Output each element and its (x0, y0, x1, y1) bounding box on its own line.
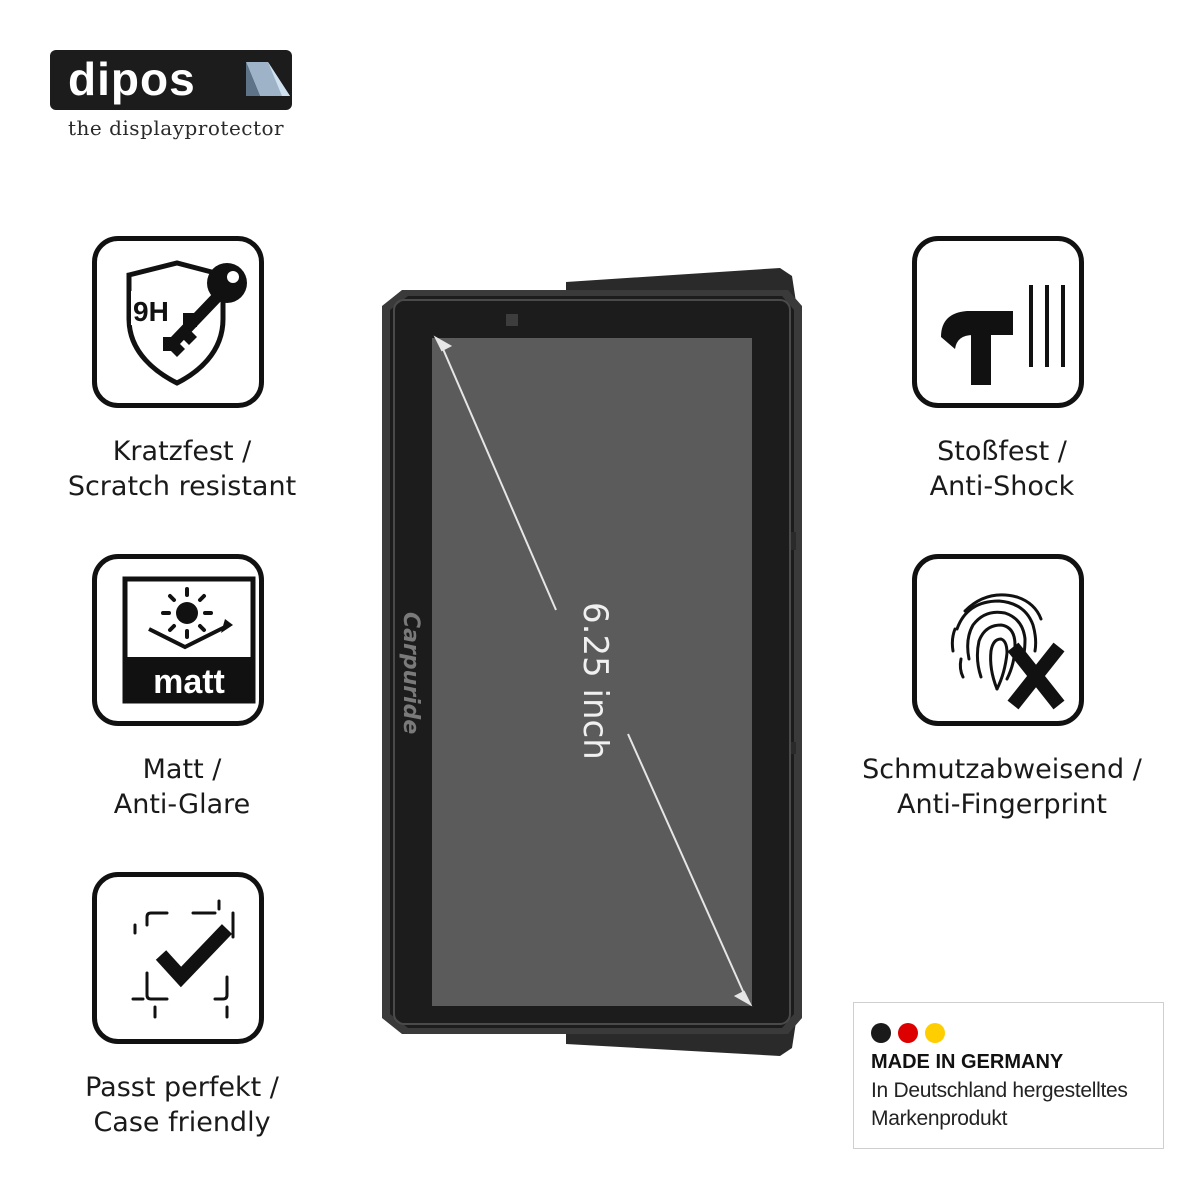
shield-key-9h-icon: 9H (126, 260, 247, 386)
feature-caption-anti-fingerprint: Schmutzabweisend / Anti-Fingerprint (832, 752, 1172, 822)
made-in-germany-line1: In Deutschland hergestelltes (871, 1079, 1128, 1102)
feature-card-anti-shock (912, 236, 1084, 408)
brand-tagline: the displayprotector (68, 116, 285, 140)
feature-caption-scratch: Kratzfest / Scratch resistant (12, 434, 352, 504)
feature-caption-anti-shock: Stoßfest / Anti-Shock (832, 434, 1172, 504)
caption-line-en: Anti-Fingerprint (897, 789, 1107, 820)
caption-line-de: Stoßfest / (937, 436, 1067, 467)
checkmark-frame-icon (131, 899, 235, 1019)
screen-diagonal-label: 6.25 inch (575, 602, 615, 760)
page-fold-icon (246, 62, 290, 96)
feature-card-scratch-resistant: 9H (92, 236, 264, 408)
brand-logo: dipos (50, 50, 292, 110)
made-in-germany-title: MADE IN GERMANY (871, 1051, 1064, 1073)
feature-caption-case-friendly: Passt perfekt / Case friendly (12, 1070, 352, 1140)
flag-dot-red (898, 1023, 919, 1043)
caption-line-de: Matt / (142, 754, 222, 785)
caption-line-de: Kratzfest / (112, 436, 252, 467)
logo-text: dipos (68, 53, 196, 105)
device-screen (432, 338, 752, 1006)
fingerprint-x-icon (950, 593, 1065, 710)
caption-line-en: Anti-Shock (929, 471, 1075, 502)
caption-line-en: Scratch resistant (67, 471, 297, 502)
device-illustration: 6.25 inch Carpuride (382, 268, 802, 1056)
feature-card-matt: matt (92, 554, 264, 726)
feature-caption-matt: Matt / Anti-Glare (12, 752, 352, 822)
caption-line-en: Anti-Glare (113, 789, 251, 820)
front-camera (506, 314, 518, 326)
feature-card-case-friendly (92, 872, 264, 1044)
caption-line-de: Passt perfekt / (85, 1072, 279, 1103)
sun-matt-icon: matt (122, 576, 256, 704)
side-button (791, 532, 796, 550)
flag-dots (871, 1023, 947, 1047)
made-in-germany-badge: MADE IN GERMANY In Deutschland hergestel… (853, 1002, 1164, 1149)
caption-line-en: Case friendly (93, 1107, 271, 1138)
feature-card-anti-fingerprint (912, 554, 1084, 726)
matt-label: matt (153, 663, 225, 701)
side-button (791, 742, 796, 754)
flag-dot-black (871, 1023, 891, 1043)
flag-dot-gold (925, 1023, 946, 1043)
device-brand-label: Carpuride (398, 612, 423, 734)
nine-h-badge: 9H (133, 296, 169, 327)
made-in-germany-line2: Markenprodukt (871, 1107, 1008, 1130)
hammer-icon (941, 285, 1065, 385)
caption-line-de: Schmutzabweisend / (862, 754, 1142, 785)
